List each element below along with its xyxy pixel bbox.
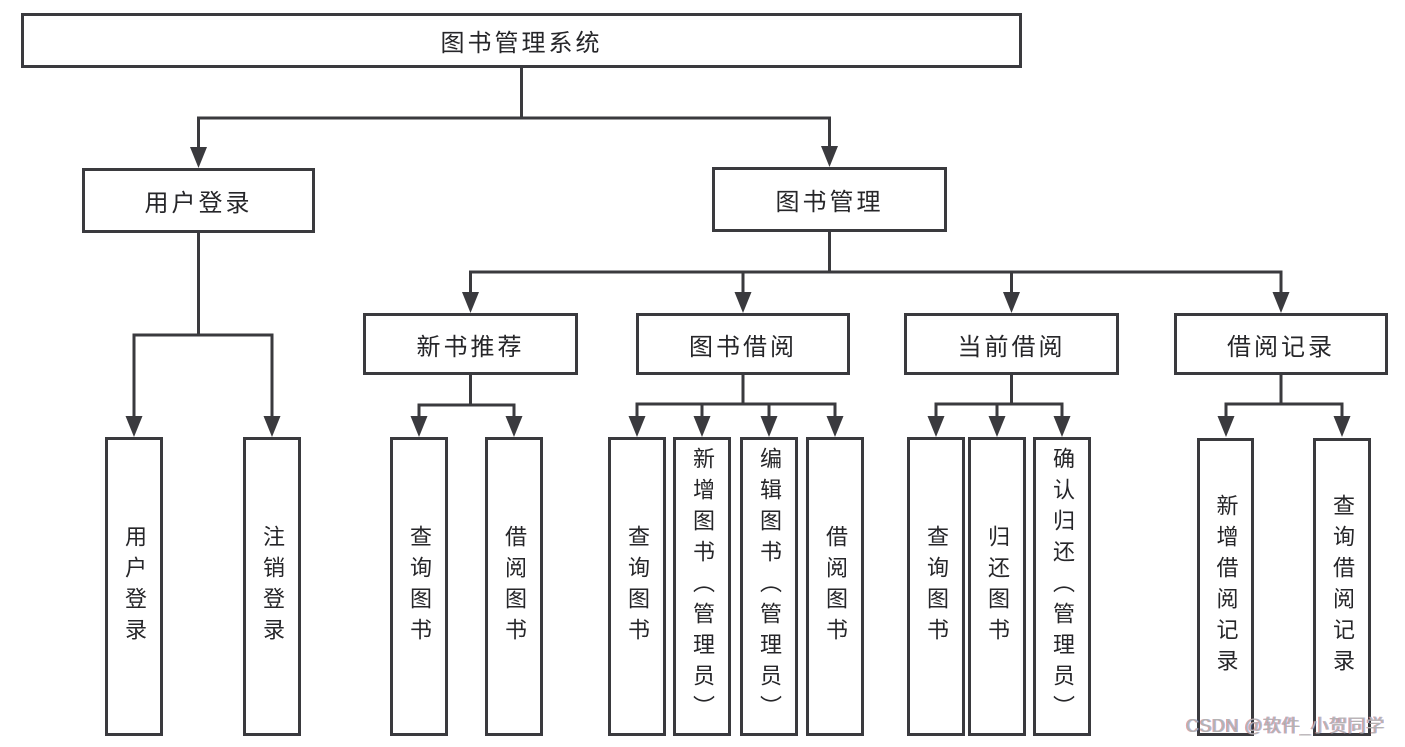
leaf-label: 编辑图书（管理员） bbox=[757, 447, 782, 726]
leaf-label: 查询图书 bbox=[924, 524, 949, 649]
csdn-watermark: CSDN @软件_小贺同学 bbox=[1186, 716, 1385, 736]
node-leaf-query-borrow-record: 查询借阅记录 bbox=[1313, 438, 1371, 736]
node-user-login-branch: 用户登录 bbox=[82, 168, 315, 233]
node-book-borrowing: 图书借阅 bbox=[636, 313, 850, 375]
node-borrowing-records: 借阅记录 bbox=[1174, 313, 1388, 375]
leaf-label: 确认归还（管理员） bbox=[1050, 447, 1075, 726]
node-leaf-query-books-current: 查询图书 bbox=[907, 437, 965, 736]
node-leaf-query-books-recommend: 查询图书 bbox=[390, 437, 448, 736]
leaf-label: 查询图书 bbox=[407, 524, 432, 649]
node-root: 图书管理系统 bbox=[21, 13, 1022, 68]
leaf-label: 借阅图书 bbox=[823, 524, 848, 649]
leaf-label: 注销登录 bbox=[260, 524, 285, 649]
leaf-label: 查询图书 bbox=[625, 524, 650, 649]
node-book-management-branch: 图书管理 bbox=[712, 167, 947, 232]
node-new-book-recommend: 新书推荐 bbox=[363, 313, 578, 375]
node-leaf-confirm-return-admin: 确认归还（管理员） bbox=[1033, 437, 1091, 736]
node-current-borrowing: 当前借阅 bbox=[904, 313, 1119, 375]
leaf-label: 借阅图书 bbox=[502, 524, 527, 649]
node-leaf-query-books-borrowing: 查询图书 bbox=[608, 437, 666, 736]
leaf-label: 新增借阅记录 bbox=[1213, 494, 1239, 680]
leaf-label: 查询借阅记录 bbox=[1330, 494, 1355, 680]
node-leaf-borrow-books-recommend: 借阅图书 bbox=[485, 437, 543, 736]
node-leaf-borrow-books-borrowing: 借阅图书 bbox=[806, 437, 864, 736]
node-leaf-edit-books-admin: 编辑图书（管理员） bbox=[740, 437, 798, 736]
leaf-label: 新增图书（管理员） bbox=[690, 447, 715, 726]
leaf-label: 归还图书 bbox=[985, 524, 1010, 649]
leaf-label: 用户登录 bbox=[122, 524, 147, 649]
node-leaf-add-borrow-record: 新增借阅记录 bbox=[1197, 438, 1254, 736]
node-leaf-logout: 注销登录 bbox=[243, 437, 301, 736]
node-leaf-return-books: 归还图书 bbox=[968, 437, 1026, 736]
node-leaf-user-login: 用户登录 bbox=[105, 437, 163, 736]
node-leaf-add-books-admin: 新增图书（管理员） bbox=[673, 437, 731, 736]
